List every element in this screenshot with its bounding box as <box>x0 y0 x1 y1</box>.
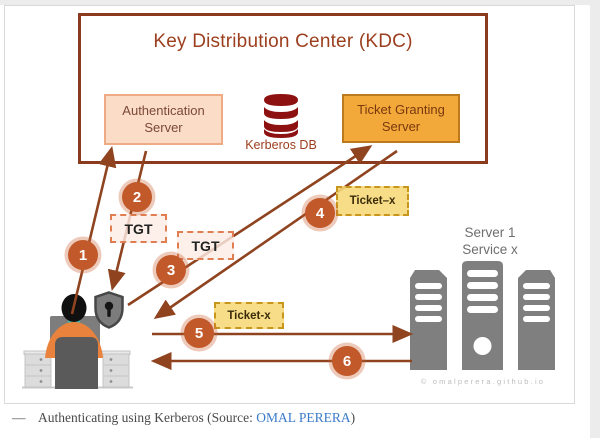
tgt-tag-1: TGT <box>110 214 167 243</box>
head <box>61 294 87 322</box>
ticket-x-tag-lower: Ticket-x <box>214 302 284 329</box>
step-circle-6: 6 <box>332 346 362 376</box>
shield-lock-icon <box>94 291 124 329</box>
step-circle-5: 5 <box>184 318 214 348</box>
step-circle-2: 2 <box>122 182 152 212</box>
step-circle-3: 3 <box>156 255 186 285</box>
chair-back <box>55 337 98 389</box>
authentication-server-box: Authentication Server <box>104 94 223 145</box>
kdc-title: Key Distribution Center (KDC) <box>153 31 413 52</box>
step-circle-1: 1 <box>68 240 98 270</box>
desk-right-pedestal <box>101 350 131 388</box>
page-right-strip <box>590 0 600 438</box>
source-link[interactable]: OMAL PERERA <box>256 410 351 425</box>
database-label: Kerberos DB <box>245 138 317 152</box>
step-circle-4: 4 <box>305 198 335 228</box>
watermark: © omalperera.github.io <box>420 377 546 386</box>
page-top-strip <box>0 0 600 5</box>
ticket-granting-server-box: Ticket Granting Server <box>342 94 460 143</box>
server-rack-icon <box>410 261 555 370</box>
client-user-icon <box>22 294 133 389</box>
database-icon <box>264 94 298 138</box>
ticket-x-tag-upper: Ticket–x <box>336 186 409 216</box>
caption-dash: — <box>12 410 26 425</box>
server-label: Server 1 Service x <box>462 225 518 257</box>
figure-caption: — Authenticating using Kerberos (Source:… <box>0 410 600 426</box>
desk-left-pedestal <box>23 350 53 388</box>
caption-text: Authenticating using Kerberos (Source: O… <box>38 410 356 425</box>
tgt-tag-2: TGT <box>177 231 234 260</box>
